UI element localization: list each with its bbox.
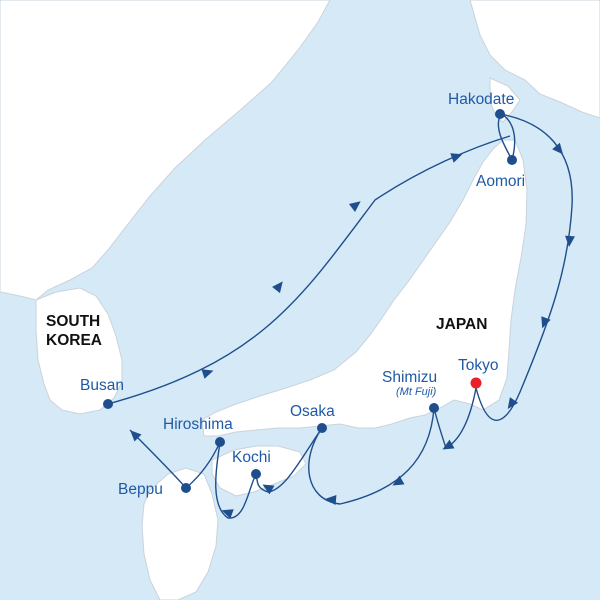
route-segment [308, 407, 435, 505]
port-marker-shimizu [429, 403, 439, 413]
port-marker-tokyo [470, 377, 482, 389]
route-arrow-icon [221, 509, 234, 519]
route-arrow-icon [130, 430, 142, 442]
route-arrow-icon [262, 484, 275, 495]
kyushu [141, 467, 219, 600]
route-arrow-icon [507, 397, 519, 410]
korean-peninsula [35, 287, 123, 415]
port-marker-aomori [507, 155, 517, 165]
asian-mainland [0, 0, 331, 301]
route-segment [215, 441, 257, 519]
port-marker-hakodate [495, 109, 505, 119]
honshu [201, 139, 528, 437]
port-label-hakodate: Hakodate [448, 91, 514, 108]
country-label-japan: JAPAN [436, 316, 487, 333]
route-arrow-icon [348, 201, 361, 212]
route-segment [475, 113, 573, 421]
route-arrow-icon [325, 495, 337, 505]
port-label-shimizu: Shimizu [382, 369, 437, 386]
country-label-south-korea-line2: KOREA [46, 332, 102, 349]
port-label-busan: Busan [80, 377, 124, 394]
route-arrow-icon [541, 316, 551, 329]
route-arrow-icon [552, 142, 564, 155]
port-label-shimizu-note: (Mt Fuji) [396, 386, 437, 398]
port-label-aomori: Aomori [476, 173, 525, 190]
port-marker-osaka [317, 423, 327, 433]
port-markers [103, 109, 517, 493]
country-label-south-korea-line1: SOUTH [46, 313, 100, 330]
port-marker-busan [103, 399, 113, 409]
port-label-kochi: Kochi [232, 449, 271, 466]
route-arrow-icon [201, 369, 214, 379]
route-arrow-icon [272, 281, 283, 294]
russian-coast [469, 0, 600, 119]
port-marker-kochi [251, 469, 261, 479]
port-label-beppu: Beppu [118, 481, 163, 498]
route-arrow-icon [392, 475, 405, 486]
port-label-tokyo: Tokyo [458, 357, 499, 374]
port-label-hiroshima: Hiroshima [163, 416, 233, 433]
port-marker-beppu [181, 483, 191, 493]
route-arrow-icon [450, 153, 463, 163]
route-arrow-icon [565, 235, 575, 247]
route-arrow-icon [442, 439, 455, 450]
port-marker-hiroshima [215, 437, 225, 447]
route-arrows [130, 142, 575, 519]
port-label-osaka: Osaka [290, 403, 335, 420]
